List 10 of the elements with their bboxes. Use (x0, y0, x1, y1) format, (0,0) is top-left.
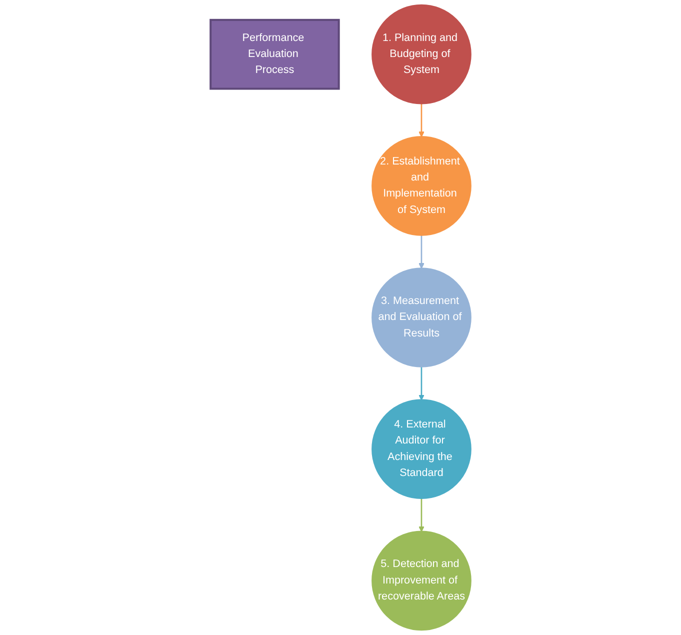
node-circle: 2. Establishment and Implementation of System (372, 136, 472, 236)
arrow (418, 234, 424, 269)
arrow (418, 498, 424, 532)
node-circle: 1. Planning and Budgeting of System (372, 4, 472, 104)
node-circle: 4. External Auditor for Achieving the Standard (372, 399, 472, 500)
node-circle: 3. Measurement and Evaluation of Results (372, 268, 472, 368)
node-box: Performance Evaluation Process (210, 18, 340, 90)
arrow (418, 366, 424, 400)
node-circle: 5. Detection and Improvement of recoverable Areas (372, 530, 472, 631)
arrow (418, 103, 424, 138)
